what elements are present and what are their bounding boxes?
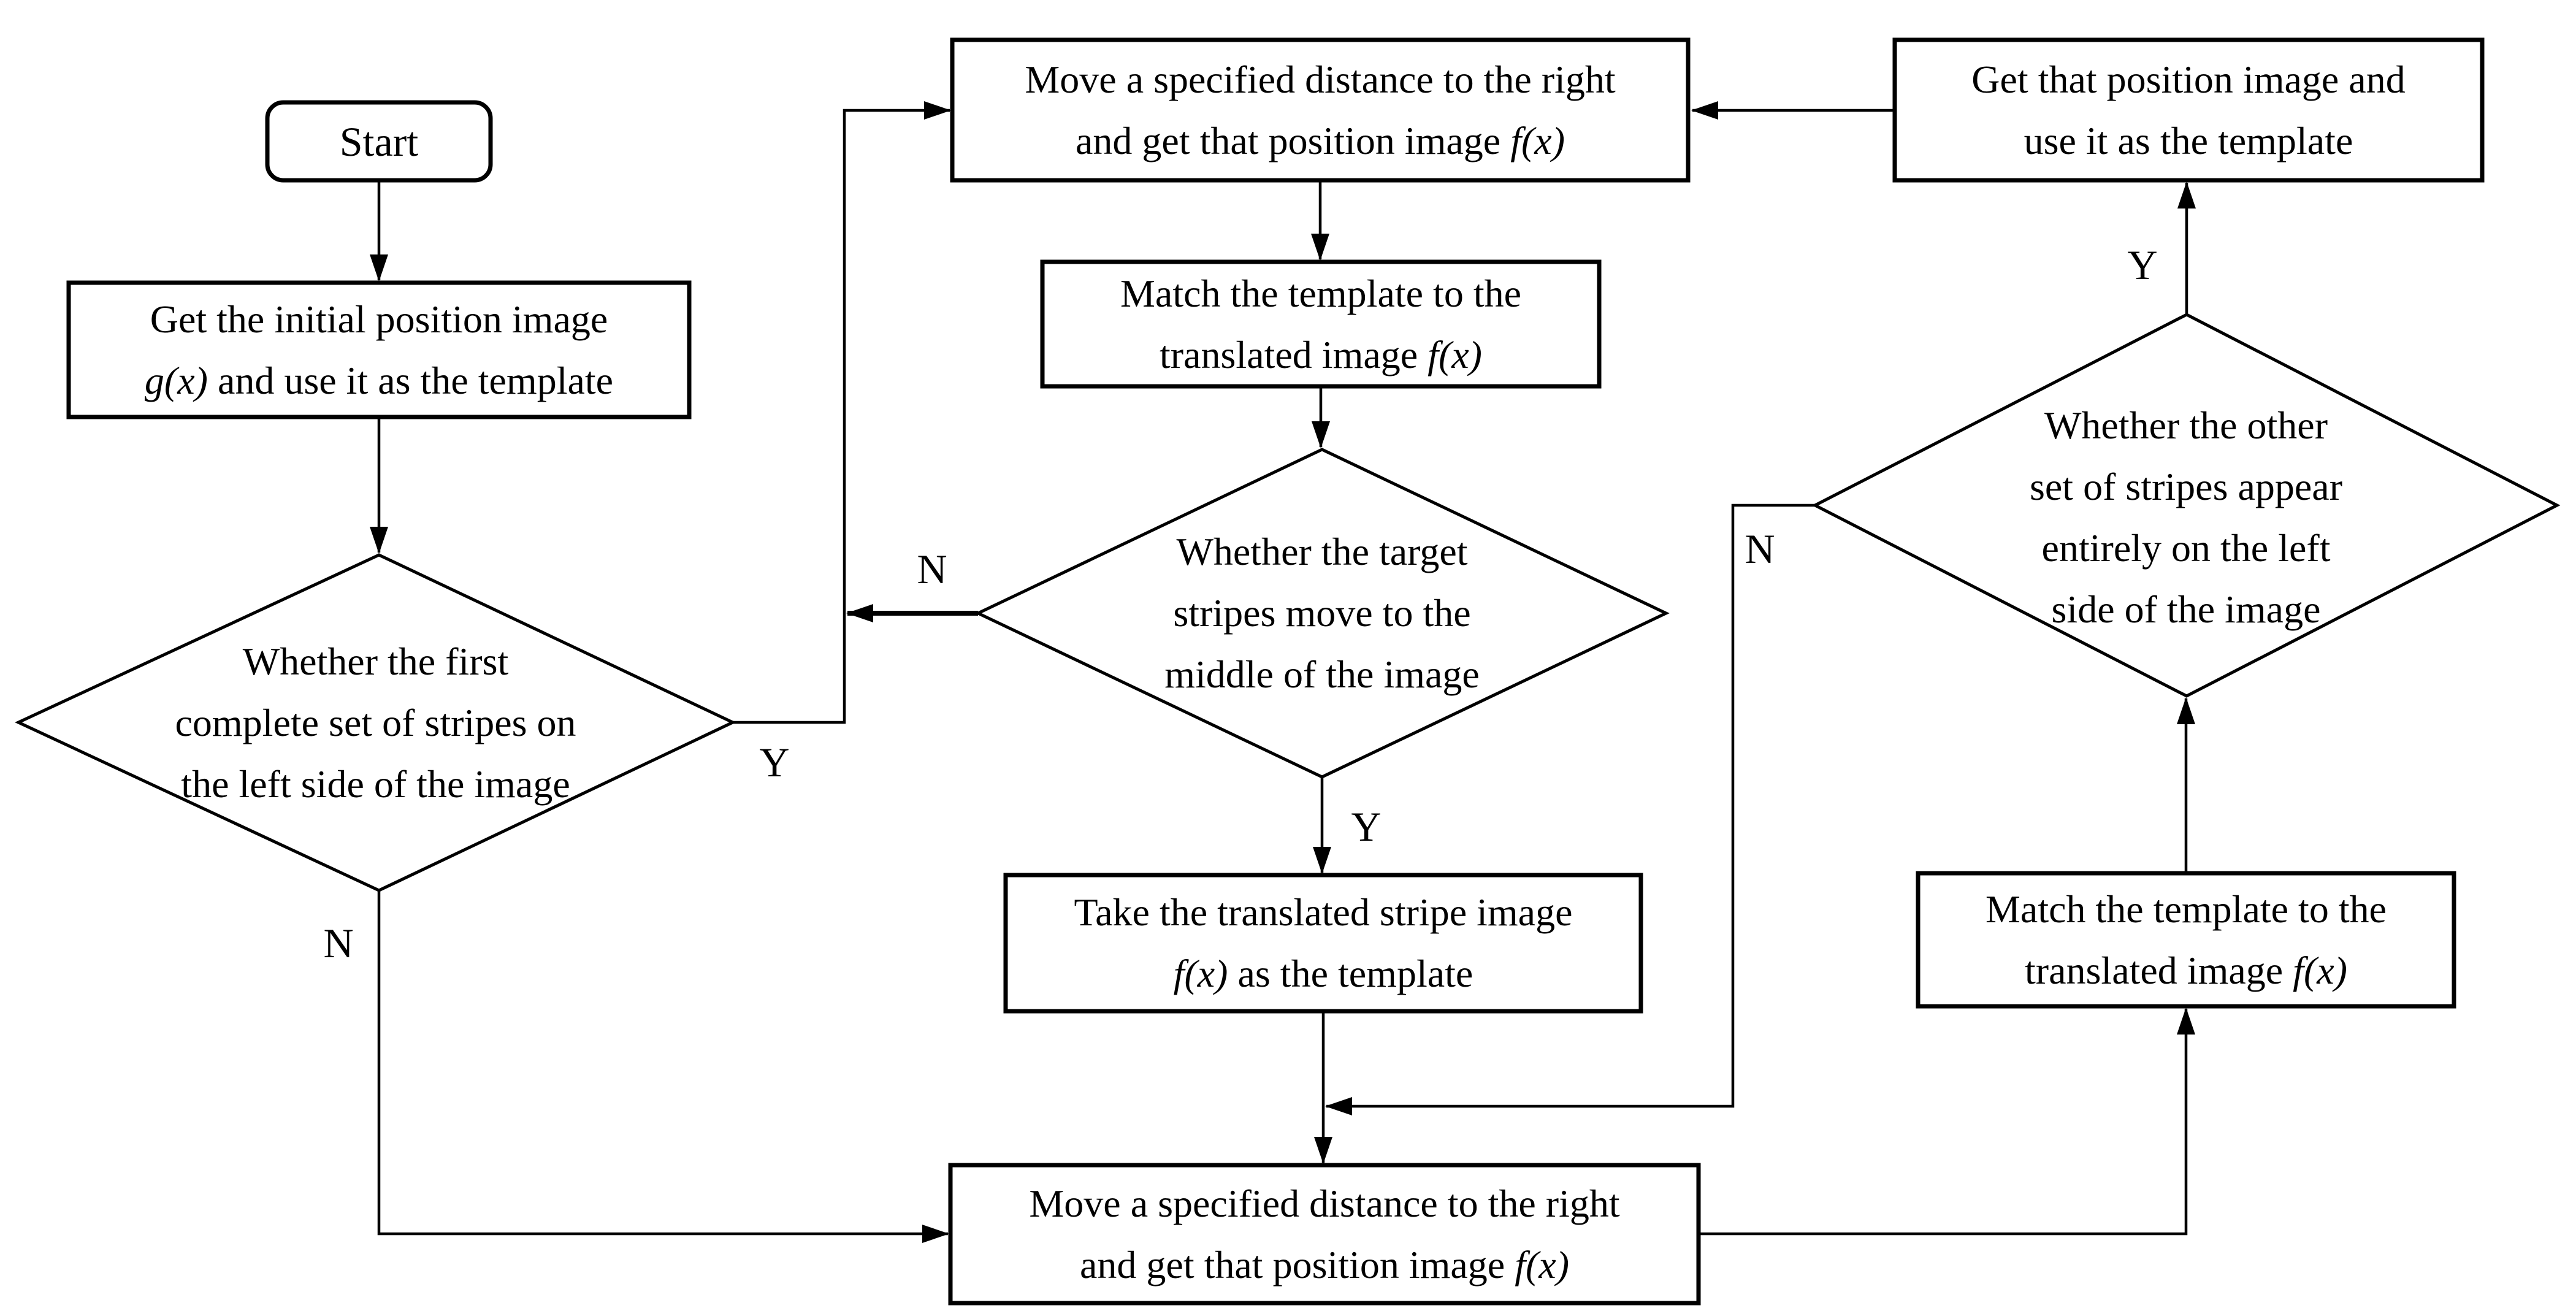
text-run: set of stripes appear [2029,465,2343,508]
edge-first-decision-yes-to-move-right-top [733,101,951,724]
text-run: entirely on the left [2041,526,2331,570]
text-run: and get that position image [1080,1242,1515,1287]
branch-label-other-decision-no: N [1745,526,1775,572]
math-run: f(x) [1510,118,1565,163]
text-run: Move a specified distance to the right [1029,1181,1620,1225]
match-template-mid-node-shape [1040,259,1602,389]
text-run: and use it as the template [207,358,614,402]
move-right-bottom-node-shape [948,1163,1701,1306]
math-run: f(x) [1515,1242,1569,1287]
start-node-label: Start [267,102,491,180]
decision-other-stripes-label: Whether the other set of stripes appear … [1815,327,2557,708]
branch-label-first-decision-no: N [323,920,354,966]
text-run: Whether the other [2044,403,2328,447]
edge-other-decision-no-loop [1325,503,1815,1115]
math-run: f(x) [1173,952,1228,995]
text-run: translated image [2025,948,2293,992]
take-translated-node-label: Take the translated stripe image f(x) as… [1006,875,1641,1011]
decision-first-stripes-label: Whether the first complete set of stripe… [18,555,733,890]
edge-move-right-bottom-to-match-template-right [1699,1008,2195,1236]
branch-label-other-decision-yes: Y [2127,242,2158,288]
edge-first-decision-no-to-move-right-bottom [377,890,949,1243]
get-position-right-node-shape [1892,37,2485,183]
get-initial-node-label: Get the initial position image g(x) and … [69,283,689,417]
text-run: translated image [1160,332,1428,377]
branch-label-target-decision-yes: Y [1351,803,1382,850]
text-run: Move a specified distance to the right [1025,57,1616,101]
match-template-right-node-label: Match the template to the translated ima… [1918,873,2454,1006]
text-run: Match the template to the [1986,887,2387,931]
branch-label-target-decision-no: N [917,546,947,592]
move-right-top-node-shape [950,37,1691,183]
text-run: Get that position image and [1971,57,2406,101]
text-run: Whether the target [1176,530,1468,573]
decision-other-stripes-shape [1811,313,2561,698]
text-run: as the template [1228,952,1473,995]
match-template-mid-node-label: Match the template to the translated ima… [1042,262,1599,386]
text-run: Get the initial position image [150,297,608,341]
match-template-right-node-shape [1916,871,2456,1009]
text-run: complete set of stripes on [175,700,576,744]
text-run: middle of the image [1164,652,1480,696]
text-run: and get that position image [1076,118,1511,163]
decision-target-middle-label: Whether the target stripes move to the m… [978,449,1666,777]
get-position-right-node-label: Get that position image and use it as th… [1895,40,2482,180]
move-right-top-node-label: Move a specified distance to the right a… [952,40,1688,180]
math-run: f(x) [1428,332,1482,377]
text-run: side of the image [2051,587,2321,631]
move-right-bottom-node-label: Move a specified distance to the right a… [950,1165,1699,1303]
text-run: Start [339,118,419,165]
text-run: the left side of the image [181,762,570,806]
text-run: Match the template to the [1120,271,1521,315]
math-run: f(x) [2293,948,2347,992]
text-run: use it as the template [2024,118,2353,163]
branch-label-first-decision-yes: Y [759,739,790,786]
text-run: Whether the first [242,639,509,683]
text-run: Take the translated stripe image [1074,890,1573,934]
text-run: stripes move to the [1173,591,1471,635]
math-run: g(x) [144,358,208,402]
get-initial-node-shape [66,280,692,419]
